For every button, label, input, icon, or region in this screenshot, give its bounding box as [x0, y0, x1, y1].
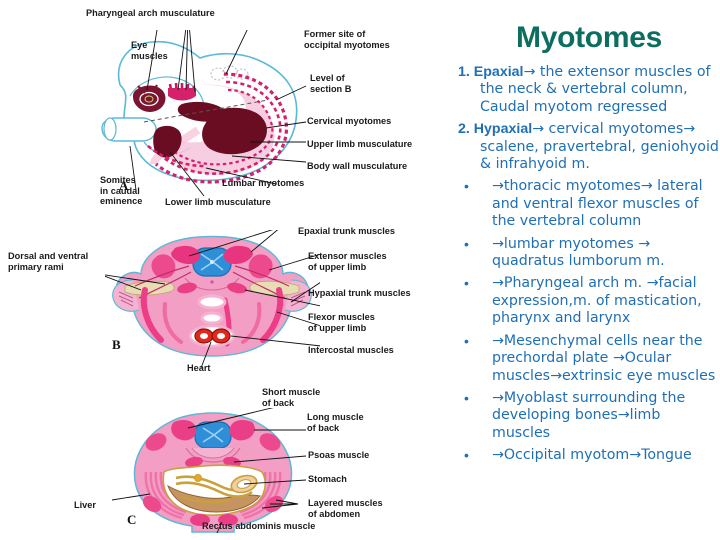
bullet-marker: •	[464, 332, 469, 349]
page-title: Myotomes	[516, 21, 662, 54]
figure-column: Pharyngeal arch musculature Eye muscles …	[8, 8, 413, 533]
label-intercostal-muscles: Intercostal muscles	[308, 345, 394, 355]
item-text: →Mesenchymal cells near the prechordal p…	[492, 332, 716, 384]
panel-c-abdominal-cross-section	[112, 408, 317, 533]
item-text: →Pharyngeal arch m. →facial expression,m…	[492, 275, 702, 327]
label-long-muscle-of-back: Long muscle of back	[307, 412, 364, 433]
panel-letter-c: C	[127, 512, 137, 527]
label-somites-in-caudal-eminence: Somites in caudal eminence	[100, 175, 143, 207]
bullet-item: • →Occipital myotom→Tongue	[458, 447, 720, 464]
bullet-item: • →thoracic myotomes→ lateral and ventral…	[458, 178, 720, 230]
bullet-item: • →Myoblast surrounding the developing bo…	[458, 390, 720, 442]
panel-letter-b: B	[112, 337, 121, 352]
bullet-marker: •	[464, 178, 469, 195]
panel-b-svg	[105, 230, 320, 369]
item-text: →lumbar myotomes → quadratus lumborum m.	[492, 235, 665, 270]
numbered-item: 2. Hypaxial→ cervical myotomes→ scalene,…	[458, 121, 720, 173]
label-upper-limb-musculature: Upper limb musculature	[307, 139, 413, 149]
label-extensor-muscles-upper-limb: Extensor muscles of upper limb	[308, 251, 387, 272]
label-hypaxial-trunk-muscles: Hypaxial trunk muscles	[308, 288, 411, 298]
item-text: → cervical myotomes→ scalene, pravertebr…	[480, 121, 719, 173]
bullet-item: • →lumbar myotomes → quadratus lumborum m…	[458, 236, 720, 271]
label-psoas-muscle: Psoas muscle	[308, 450, 370, 460]
label-eye-muscles: Eye muscles	[131, 40, 168, 61]
numbered-item: 1. Epaxial→ the extensor muscles of the …	[458, 64, 720, 116]
panel-a-embryo-diagram	[100, 30, 330, 205]
panel-c-svg	[112, 408, 307, 533]
item-lead-term: Hypaxial	[473, 121, 533, 138]
label-level-of-section-b: Level of section B	[310, 73, 352, 94]
item-marker: 1.	[458, 64, 470, 80]
label-former-site-occipital-myotomes: Former site of occipital myotomes	[304, 29, 390, 50]
bullet-marker: •	[464, 275, 469, 292]
label-liver: Liver	[74, 500, 96, 510]
label-cervical-myotomes: Cervical myotomes	[307, 116, 392, 126]
label-lower-limb-musculature: Lower limb musculature	[165, 197, 271, 207]
text-content-column: Myotomes 1. Epaxial→ the extensor muscle…	[458, 14, 720, 540]
panel-a-svg	[101, 30, 307, 197]
label-epaxial-trunk-muscles: Epaxial trunk muscles	[298, 226, 396, 236]
label-pharyngeal-arch-musculature: Pharyngeal arch musculature	[86, 8, 215, 18]
item-text: →Occipital myotom→Tongue	[492, 447, 692, 464]
label-rectus-abdominis-muscle: Rectus abdominis muscle	[202, 521, 316, 531]
panel-b-thoracic-cross-section	[105, 230, 320, 370]
bullet-item: • →Pharyngeal arch m. →facial expression,…	[458, 275, 720, 327]
bullet-list: 1. Epaxial→ the extensor muscles of the …	[458, 64, 720, 465]
bullet-marker: •	[464, 389, 469, 406]
label-heart: Heart	[187, 363, 211, 373]
item-marker: 2.	[458, 121, 470, 138]
label-dorsal-ventral-primary-rami: Dorsal and ventral primary rami	[8, 251, 89, 272]
label-flexor-muscles-upper-limb: Flexor muscles of upper limb	[308, 312, 375, 333]
bullet-item: • →Mesenchymal cells near the prechordal …	[458, 333, 720, 385]
label-short-muscle-of-back: Short muscle of back	[262, 387, 321, 408]
label-stomach: Stomach	[308, 474, 347, 484]
item-text: →thoracic myotomes→ lateral and ventral …	[492, 178, 703, 230]
label-lumbar-myotomes: Lumbar myotomes	[222, 178, 305, 188]
item-text: →Myoblast surrounding the developing bon…	[492, 389, 686, 441]
label-body-wall-musculature: Body wall musculature	[307, 161, 408, 171]
item-text: → the extensor muscles of the neck & ver…	[480, 64, 711, 115]
panel-letter-a: A	[119, 178, 129, 193]
label-layered-muscles-of-abdomen: Layered muscles of abdomen	[308, 498, 383, 519]
bullet-marker: •	[464, 235, 469, 252]
bullet-marker: •	[464, 447, 469, 464]
item-lead-term: Epaxial	[473, 64, 524, 80]
